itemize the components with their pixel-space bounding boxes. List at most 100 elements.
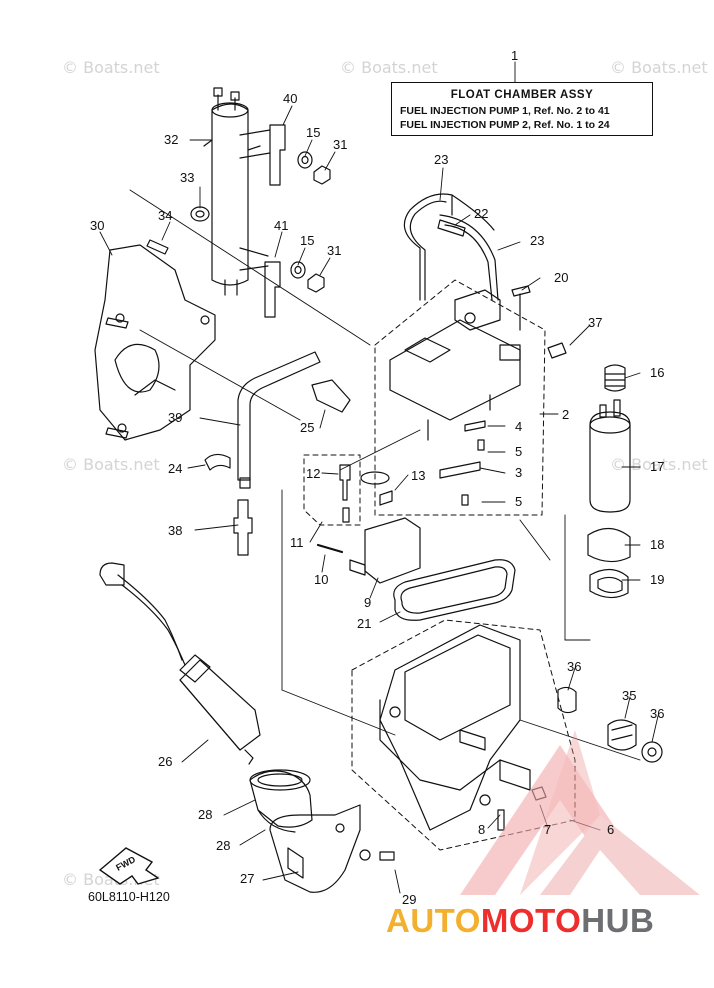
- callout-32: 32: [164, 132, 178, 147]
- callout-15: 15: [306, 125, 320, 140]
- callout-23: 23: [434, 152, 448, 167]
- fitting-37: [547, 342, 567, 359]
- connection-lines: [129, 189, 641, 761]
- grommet-36: [557, 686, 577, 714]
- callout-5: 5: [515, 494, 522, 509]
- callout-35: 35: [622, 688, 636, 703]
- callout-3: 3: [515, 465, 522, 480]
- brand-wordmark: AUTOMOTOHUB: [386, 902, 654, 940]
- callout-17: 17: [650, 459, 664, 474]
- callout-13: 13: [411, 468, 425, 483]
- oring-13: [360, 471, 390, 485]
- legend-title: FLOAT CHAMBER ASSY: [450, 89, 594, 101]
- fuel-pump-26: [179, 659, 261, 751]
- joint-22: [437, 219, 466, 237]
- callout-28: 28: [198, 807, 212, 822]
- filter-28: [249, 770, 313, 828]
- callout-2: 2: [562, 407, 569, 422]
- injector-12: [339, 464, 351, 501]
- callout-33: 33: [180, 170, 194, 185]
- callout-12: 12: [306, 466, 320, 481]
- callout-16: 16: [650, 365, 664, 380]
- brand-part-hub: HUB: [581, 902, 655, 939]
- callout-9: 9: [364, 595, 371, 610]
- watermark-text: © Boats.net: [62, 58, 160, 77]
- brand-part-auto: AUTO: [386, 902, 481, 939]
- vapor-separator: [211, 103, 249, 286]
- plate-3: [439, 461, 481, 479]
- gasket-21: [393, 559, 516, 621]
- callout-18: 18: [650, 537, 664, 552]
- rubber-19: [589, 568, 629, 599]
- callout-4: 4: [515, 419, 522, 434]
- diagram-code: 60L8110-H120: [88, 890, 170, 904]
- callout-37: 37: [588, 315, 602, 330]
- grommet-35: [607, 719, 637, 751]
- callout-6: 6: [607, 822, 614, 837]
- callout-39: 39: [168, 410, 182, 425]
- watermark-layer: © Boats.net © Boats.net © Boats.net © Bo…: [62, 58, 708, 889]
- bolt-20: [511, 285, 531, 297]
- automotohub-logo-mark: [460, 730, 700, 895]
- callout-41: 41: [274, 218, 288, 233]
- callout-26: 26: [158, 754, 172, 769]
- fuel-pump-17: [589, 411, 631, 513]
- callout-20: 20: [554, 270, 568, 285]
- pipe-38: [233, 499, 253, 556]
- callout-36: 36: [567, 659, 581, 674]
- legend-line-pump-1: FUEL INJECTION PUMP 1, Ref. No. 2 to 41: [400, 105, 610, 117]
- callout-38: 38: [168, 523, 182, 538]
- callout-10: 10: [314, 572, 328, 587]
- callout-8: 8: [478, 822, 485, 837]
- callout-24: 24: [168, 461, 182, 476]
- callout-11: 11: [290, 535, 304, 550]
- float-chamber: [379, 624, 521, 831]
- callout-1: 1: [511, 48, 518, 63]
- callout-31: 31: [333, 137, 347, 152]
- clamp-24: [204, 453, 231, 471]
- damper-18: [587, 527, 631, 563]
- cover-9: [364, 517, 421, 584]
- callout-21: 21: [357, 616, 371, 631]
- bolt-34: [146, 239, 169, 255]
- assembly-legend: FLOAT CHAMBER ASSY FUEL INJECTION PUMP 1…: [391, 82, 653, 136]
- callout-30: 30: [90, 218, 104, 233]
- grommet-33: [190, 206, 210, 222]
- watermark-text: © Boats.net: [610, 58, 708, 77]
- fuel-hose-23: [403, 193, 453, 301]
- screw-5: [477, 439, 485, 451]
- leader-lines: [99, 61, 659, 894]
- clip-40: [269, 124, 286, 186]
- pin-10: [316, 543, 344, 554]
- callout-27: 27: [240, 871, 254, 886]
- watermark-text: © Boats.net: [610, 455, 708, 474]
- holder-27: [269, 804, 361, 893]
- callout-31: 31: [327, 243, 341, 258]
- nut-31: [313, 165, 331, 185]
- clip-41: [264, 261, 281, 318]
- callout-19: 19: [650, 572, 664, 587]
- callout-25: 25: [300, 420, 314, 435]
- washer-36: [641, 741, 663, 763]
- callout-40: 40: [283, 91, 297, 106]
- legend-line-pump-2: FUEL INJECTION PUMP 2, Ref. No. 1 to 24: [400, 119, 610, 131]
- watermark-text: © Boats.net: [340, 58, 438, 77]
- callout-28: 28: [216, 838, 230, 853]
- callout-numbers: 1 2 3 4 5 5 6 7 8 9 10 11 12 13 15 15 16…: [90, 48, 664, 907]
- screw-8: [497, 809, 505, 831]
- callout-15: 15: [300, 233, 314, 248]
- fuel-injection-pump-body: [389, 319, 521, 421]
- callout-22: 22: [474, 206, 488, 221]
- callout-7: 7: [544, 822, 551, 837]
- bolt-29: [379, 851, 395, 861]
- mounting-bracket: [94, 244, 216, 441]
- callout-23: 23: [530, 233, 544, 248]
- callout-36: 36: [650, 706, 664, 721]
- brand-part-moto: MOTO: [480, 902, 582, 939]
- callout-29: 29: [402, 892, 416, 907]
- plate-4: [464, 420, 486, 432]
- callout-5: 5: [515, 444, 522, 459]
- fuel-hose-39: [237, 351, 321, 481]
